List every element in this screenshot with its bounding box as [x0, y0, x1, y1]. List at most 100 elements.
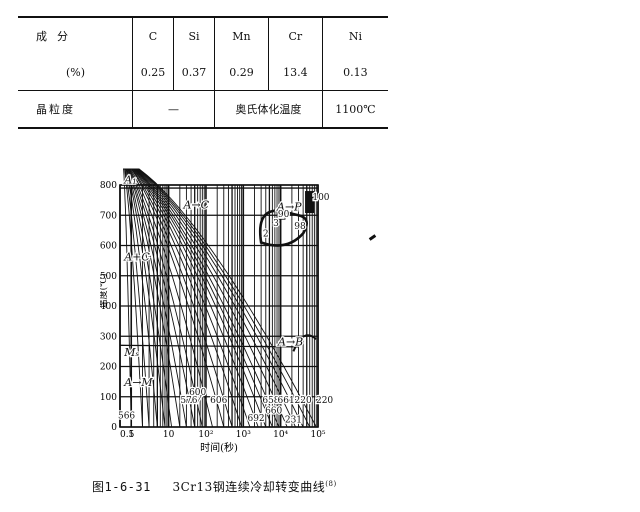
x-tick-label: 10² — [198, 430, 213, 440]
cooling-curve — [123, 168, 280, 428]
caption-text: 3Cr13钢连续冷却转变曲线 — [172, 480, 326, 494]
axis-ticks: 0.51 10 10² 10³ 10⁴ 10⁵ 0 100 200 300 400 500 600 700… — [100, 181, 326, 440]
composition-label: 成分 — [18, 16, 133, 54]
hardness-value: 566 — [118, 412, 135, 422]
x-tick-label: 10 — [163, 430, 175, 440]
grain-size-label: 晶粒度 — [18, 90, 133, 129]
hardness-value: 220 — [316, 396, 333, 406]
y-tick-label: 600 — [100, 242, 117, 252]
hardness-value: 2 — [263, 229, 269, 239]
table-row-percent: (%) 0.25 0.37 0.29 13.4 0.13 — [18, 54, 388, 91]
value-ni: 0.13 — [321, 54, 388, 91]
y-tick-label: 800 — [100, 181, 117, 191]
cooling-curve — [123, 168, 132, 428]
element-ni: Ni — [321, 16, 388, 54]
region-label: A→B — [277, 335, 303, 348]
figure-caption: 图1-6-31 3Cr13钢连续冷却转变曲线(8) — [92, 478, 337, 495]
x-tick-label: 1 — [128, 430, 134, 440]
region-label: HV — [184, 395, 203, 406]
caption-spacer — [155, 480, 168, 494]
y-tick-label: 200 — [100, 363, 117, 373]
cooling-curve — [123, 168, 225, 428]
hardness-value: 606 — [210, 396, 227, 406]
cooling-curve — [123, 168, 251, 428]
y-tick-label: 700 — [100, 211, 117, 221]
region-label: Mₛ — [123, 346, 139, 359]
cooling-curve — [123, 168, 296, 428]
hardness-value: 100 — [312, 193, 329, 203]
cct-diagram: 0.51 10 10² 10³ 10⁴ 10⁵ 0 100 200 300 400 500 600 700… — [100, 168, 335, 454]
dark-block — [305, 191, 315, 214]
hardness-value: 661 — [278, 396, 295, 406]
table-row-grain: 晶粒度 — 奥氏体化温度 1100℃ — [18, 90, 388, 129]
cooling-curve — [123, 168, 288, 428]
hardness-value: 658 — [262, 396, 279, 406]
bainite-region-boundary — [292, 334, 317, 352]
hardness-value: 98 — [294, 222, 306, 232]
region-label: A→P — [276, 201, 302, 214]
cooling-curve — [123, 168, 311, 428]
table-row-elements: 成分 C Si Mn Cr Ni — [18, 16, 388, 54]
region-label: A→M — [123, 376, 153, 389]
cooling-curve — [123, 168, 196, 428]
hardness-value: 600 — [189, 388, 206, 398]
percent-label: (%) — [66, 65, 86, 79]
region-label: A→C — [182, 199, 209, 212]
element-cr: Cr — [267, 16, 323, 54]
hardness-value: 660 — [265, 406, 282, 416]
cooling-curve — [123, 168, 181, 428]
austenitizing-temp-value: 1100℃ — [321, 90, 388, 129]
transformation-regions — [119, 187, 318, 352]
ms-line — [119, 344, 299, 348]
composition-table: 成分 C Si Mn Cr Ni (%) 0.25 0.37 0.29 13.4… — [18, 16, 388, 129]
region-label: A₁ — [123, 173, 136, 186]
cooling-curve — [123, 168, 273, 428]
stray-mark — [368, 234, 377, 241]
y-tick-label: 100 — [100, 393, 117, 403]
cooling-curve — [123, 168, 158, 428]
caption-ref: (8) — [325, 480, 337, 488]
grid — [119, 184, 319, 428]
y-tick-label: 400 — [100, 302, 117, 312]
value-c: 0.25 — [131, 54, 174, 91]
y-tick-label: 500 — [100, 272, 117, 282]
cooling-curve — [123, 168, 173, 428]
cooling-curve — [123, 168, 233, 428]
cooling-curve — [123, 168, 203, 428]
plot-frame — [119, 184, 319, 428]
element-mn: Mn — [214, 16, 269, 54]
cooling-curve — [123, 168, 213, 428]
x-axis-label: 时间(秒) — [200, 441, 238, 454]
cooling-curve — [123, 168, 243, 428]
x-tick-label: 10⁴ — [273, 430, 288, 440]
grain-size-value: — — [131, 90, 215, 129]
cooling-curve — [123, 168, 187, 428]
cooling-curve — [123, 168, 166, 428]
cooling-curve — [123, 168, 259, 428]
hardness-value: 231 — [285, 415, 302, 425]
element-c: C — [131, 16, 174, 54]
element-si: Si — [173, 16, 215, 54]
tag-box — [276, 214, 286, 220]
hardness-value: 3 — [273, 219, 279, 229]
x-tick-label: 0.5 — [120, 430, 135, 440]
y-tick-label: 0 — [111, 423, 117, 433]
cooling-curve — [123, 168, 317, 428]
y-axis-label: 温度(℃) — [100, 273, 109, 308]
y-tick-label: 300 — [100, 332, 117, 342]
cooling-curves — [123, 168, 317, 428]
value-cr: 13.4 — [267, 54, 323, 91]
x-tick-label: 10³ — [236, 430, 251, 440]
cooling-curve — [123, 168, 304, 428]
hardness-value: 220 — [295, 396, 312, 406]
value-si: 0.37 — [173, 54, 215, 91]
x-tick-label: 10⁵ — [310, 430, 325, 440]
hardness-value: 692 — [247, 414, 264, 424]
hardness-value: 90 — [278, 210, 290, 220]
cooling-curve — [123, 168, 150, 428]
austenitizing-temp-label: 奥氏体化温度 — [214, 90, 323, 129]
cooling-curve — [123, 168, 143, 428]
value-mn: 0.29 — [214, 54, 269, 91]
